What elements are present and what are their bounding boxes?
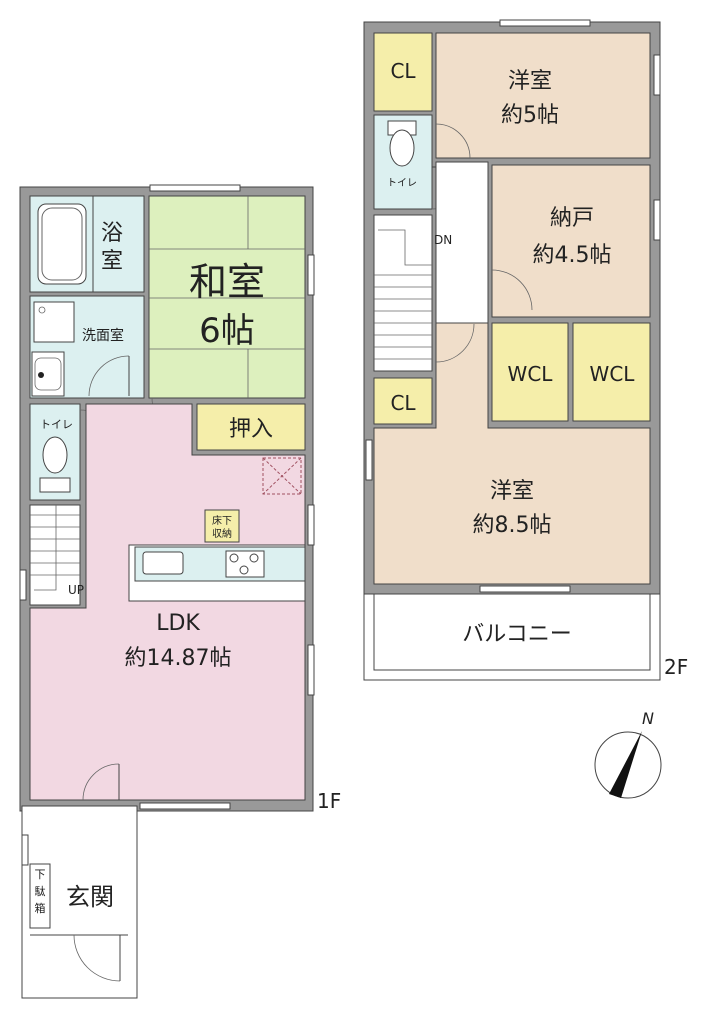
label-washroom: 洗面室: [82, 327, 124, 344]
floor-2: CL 洋室 約5帖 トイレ DN 納戸 約4.5帖 WCL WCL CL 洋室 …: [363, 19, 688, 681]
stairs-2f: [373, 214, 433, 372]
label-yoshitsu-small-1: 洋室: [508, 69, 552, 94]
bathtub: [37, 203, 87, 285]
label-underfloor-1: 床下: [212, 514, 232, 527]
label-wcl-left: WCL: [508, 362, 554, 386]
label-toilet-2f: トイレ: [387, 178, 417, 189]
label-washitsu-1: 和室: [189, 260, 265, 304]
washbasin: [31, 351, 65, 397]
label-floor-1f: 1F: [317, 789, 341, 813]
hallway-2f: [435, 161, 489, 329]
getabako: [29, 863, 51, 929]
label-ldk-1: LDK: [156, 611, 200, 636]
label-underfloor-2: 収納: [212, 527, 232, 540]
stair-void-box: [262, 457, 302, 495]
room-cl-bottom: [373, 377, 433, 425]
compass-label: N: [642, 709, 654, 728]
label-cl-top: CL: [390, 59, 416, 83]
room-ldk: [29, 403, 306, 801]
label-oshiire: 押入: [229, 417, 273, 442]
label-floor-2f: 2F: [664, 655, 688, 679]
room-wcl-right: [572, 322, 651, 422]
label-genkan: 玄関: [66, 883, 114, 911]
room-yoshitsu-large: [373, 322, 651, 585]
label-bath-2: 室: [101, 249, 123, 274]
underfloor-storage: [204, 509, 240, 543]
room-wcl-left: [491, 322, 569, 422]
room-cl-top: [373, 32, 433, 112]
label-yoshitsu-large-2: 約8.5帖: [473, 513, 552, 538]
kitchen-sink: [142, 551, 184, 575]
compass-circle: [594, 731, 662, 799]
label-nando-1: 納戸: [550, 206, 594, 231]
label-getabako-2: 駄: [35, 884, 46, 898]
toilet-bowl-1f: [42, 436, 68, 474]
washing-machine: [33, 301, 75, 343]
label-bath-1: 浴: [101, 221, 123, 246]
compass: N: [594, 709, 662, 799]
stairs-1f: [29, 504, 81, 606]
label-washitsu-2: 6帖: [199, 311, 255, 351]
room-nando: [491, 164, 651, 318]
label-nando-2: 約4.5帖: [533, 243, 612, 268]
bathtub-inner: [41, 207, 83, 281]
label-toilet-1f: トイレ: [40, 418, 73, 431]
label-ldk-2: 約14.87帖: [125, 646, 232, 671]
stove: [225, 550, 265, 578]
label-stairs-down: DN: [434, 233, 452, 247]
toilet-bowl-2f: [389, 129, 415, 167]
balcony-inner: [373, 593, 651, 671]
label-cl-bottom: CL: [390, 391, 416, 415]
label-yoshitsu-large-1: 洋室: [490, 479, 534, 504]
label-yoshitsu-small-2: 約5帖: [501, 103, 559, 128]
label-stairs-up: UP: [68, 583, 84, 597]
toilet-tank-1f: [39, 477, 71, 493]
compass-needle: [609, 731, 642, 798]
room-oshiire: [196, 403, 306, 451]
label-getabako-3: 箱: [35, 901, 46, 915]
label-wcl-right: WCL: [590, 362, 636, 386]
floor-1: 浴 室 洗面室 トイレ 和室 6帖 押入 床下 収納 LDK 約14.87帖 U…: [19, 184, 341, 999]
room-yoshitsu-small: [435, 32, 651, 159]
room-washitsu: [148, 195, 306, 399]
label-getabako-1: 下: [35, 868, 46, 881]
label-balcony: バルコニー: [462, 622, 572, 647]
